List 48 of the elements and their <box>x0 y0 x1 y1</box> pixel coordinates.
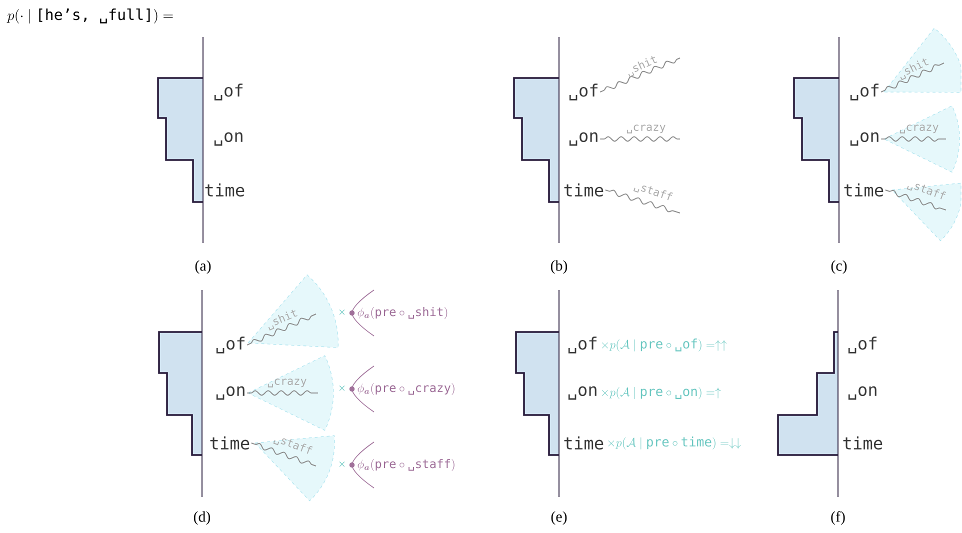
panel-caption: (b) <box>550 260 568 274</box>
title: $p(\cdot\mid\mbox{\ttfamily [he’s, ␣full]})=$ <box>6 8 173 24</box>
token-label: time <box>843 436 882 450</box>
token-label: ␣of <box>850 84 878 100</box>
token-label: time <box>205 183 244 197</box>
token-label: time <box>210 436 250 450</box>
token-label: ␣on <box>568 386 596 400</box>
token-label: ␣on <box>850 132 878 146</box>
wavy-line <box>250 442 316 466</box>
panel-caption: (a) <box>195 260 211 274</box>
token-label: time <box>564 183 604 197</box>
probability-formula: $\times p(\mathcal{A}\mid\mathtt{pre}\circ\mbox{\ttfamily ␣on})=\uparrow$ <box>602 387 721 399</box>
token-label: time <box>564 436 604 450</box>
panel-caption: (f) <box>831 511 845 525</box>
edge-label: ␣staff <box>633 186 673 200</box>
wavy-line <box>600 136 680 142</box>
wavy-line <box>246 314 316 346</box>
token-label: ␣of <box>568 336 596 354</box>
token-label: time <box>844 183 884 197</box>
wavy-line <box>246 390 318 396</box>
token-label: ␣on <box>569 132 598 146</box>
potential-formula: $\phi_{\boldsymbol{a}}(\mathtt{pre}\circ\mbox{\ttfamily ␣shit})$ <box>358 306 448 320</box>
times-sign: × <box>339 386 345 391</box>
panel-caption: (e) <box>551 511 567 525</box>
wavy-line <box>600 58 680 92</box>
token-label: ␣of <box>569 84 598 100</box>
token-label: ␣of <box>216 336 244 354</box>
edge-label: ␣crazy <box>900 124 938 134</box>
potential-formula: $\phi_{\boldsymbol{a}}(\mathtt{pre}\circ\mbox{\ttfamily ␣staff})$ <box>358 458 454 472</box>
times-sign: × <box>339 310 345 315</box>
wavy-line <box>880 62 944 92</box>
wavy-line <box>604 190 680 214</box>
probability-formula: $\times p(\mathcal{A}\mid\mathtt{pre}\circ\mbox{\ttfamily time})=\downarrow\downarrow$ <box>608 436 741 450</box>
edge-label: ␣crazy <box>626 124 666 134</box>
token-label: ␣of <box>848 336 876 354</box>
edge-label: ␣crazy <box>268 378 306 388</box>
panel-caption: (d) <box>194 511 210 525</box>
panel-caption: (c) <box>831 260 847 274</box>
times-sign: × <box>339 462 345 467</box>
token-label: ␣on <box>848 386 876 400</box>
wavy-line <box>884 190 946 210</box>
potential-formula: $\phi_{\boldsymbol{a}}(\mathtt{pre}\circ\mbox{\ttfamily ␣crazy})$ <box>358 383 454 395</box>
edge-label: ␣staff <box>906 184 946 200</box>
probability-formula: $\times p(\mathcal{A}\mid\mathtt{pre}\circ\mbox{\ttfamily ␣of})=\uparrow\uparrow$ <box>602 338 727 352</box>
token-label: ␣on <box>214 132 242 146</box>
edge-label: ␣staff <box>273 438 313 454</box>
token-label: ␣on <box>216 386 244 400</box>
token-label: ␣of <box>214 84 242 100</box>
